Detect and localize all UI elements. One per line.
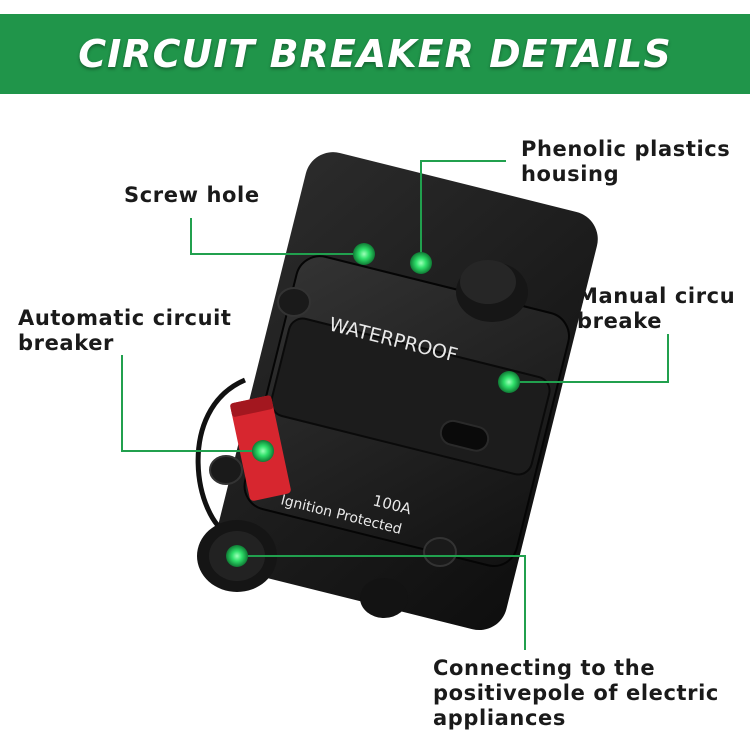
screw-bolt-top: [277, 287, 311, 317]
callout-connecting: Connecting to the positivepole of electr…: [433, 656, 719, 730]
breaker-face: [243, 255, 570, 567]
screw-bolt-lower: [423, 537, 457, 567]
screw-bolt-left: [209, 455, 243, 485]
callout-automatic: Automatic circuit breaker: [18, 306, 232, 355]
leader-housing: [420, 160, 506, 262]
marker-automatic: [252, 440, 274, 462]
page-title: CIRCUIT BREAKER DETAILS: [78, 32, 672, 76]
leader-connecting: [240, 555, 526, 650]
marker-housing: [410, 252, 432, 274]
leader-automatic: [121, 355, 262, 452]
callout-screw-hole: Screw hole: [124, 183, 260, 207]
title-banner: CIRCUIT BREAKER DETAILS: [0, 14, 750, 94]
marker-screw-hole: [353, 243, 375, 265]
marker-manual: [498, 371, 520, 393]
marker-connecting: [226, 545, 248, 567]
manual-reset-button[interactable]: [456, 260, 528, 322]
callout-housing: Phenolic plastics housing: [521, 137, 731, 186]
mount-boss: [360, 578, 408, 618]
leader-screw-hole: [190, 218, 362, 255]
leader-manual: [510, 334, 669, 383]
callout-manual: Manual circu breake: [577, 284, 736, 333]
